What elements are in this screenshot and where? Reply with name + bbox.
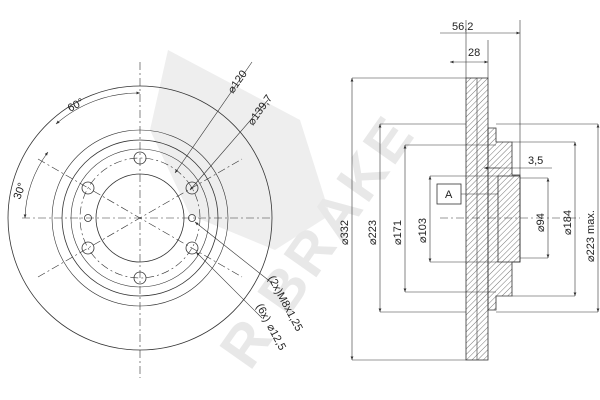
thread-hole bbox=[188, 214, 196, 222]
side-view: 56,2 28 3,5 A ⌀332 ⌀223 ⌀171 ⌀103 bbox=[339, 20, 600, 361]
hat-section bbox=[487, 127, 521, 311]
datum-label: A bbox=[445, 189, 453, 201]
bolt-hole bbox=[81, 181, 95, 195]
dia-332-label: ⌀332 bbox=[339, 220, 351, 245]
bolt-holes-group bbox=[81, 151, 199, 285]
dia-184-label: ⌀184 bbox=[562, 210, 574, 235]
dia-94-label: ⌀94 bbox=[535, 213, 547, 232]
dia-139-7-leader bbox=[189, 99, 269, 191]
dia-171-label: ⌀171 bbox=[392, 220, 404, 245]
diameter-symbol: ⌀ bbox=[264, 322, 278, 334]
diameter-symbol: ⌀ bbox=[535, 225, 547, 232]
dia-223-label: ⌀223 bbox=[367, 220, 379, 245]
dia-103-label: ⌀103 bbox=[417, 218, 429, 243]
diameter-symbol: ⌀ bbox=[339, 238, 351, 245]
thread-hole-leader bbox=[194, 221, 273, 284]
watermark-logo-shape bbox=[150, 50, 330, 250]
dia-120-leader bbox=[174, 61, 253, 174]
diameter-symbol: ⌀ bbox=[392, 238, 404, 245]
bolt-hole bbox=[185, 241, 199, 255]
bolt-hole bbox=[185, 181, 199, 195]
thread-hole bbox=[84, 214, 92, 222]
hub-bore-face bbox=[497, 175, 521, 263]
diameter-symbol: ⌀ bbox=[367, 238, 379, 245]
bolt-hole-leader bbox=[195, 251, 263, 319]
width-3-5-label: 3,5 bbox=[528, 155, 543, 167]
dia-223-max-label: ⌀223 max. bbox=[585, 210, 597, 262]
angle-30-arc bbox=[23, 151, 49, 219]
width-28-label: 28 bbox=[468, 47, 480, 59]
bolt-hole bbox=[133, 271, 147, 285]
angle-30-label: 30° bbox=[12, 181, 29, 201]
diameter-symbol: ⌀ bbox=[562, 228, 574, 235]
width-56-2-label: 56,2 bbox=[452, 21, 473, 33]
angle-60-arc bbox=[55, 91, 141, 125]
diameter-symbol: ⌀ bbox=[417, 236, 429, 243]
center-line-150 bbox=[37, 158, 243, 278]
diameter-symbol: ⌀ bbox=[585, 255, 597, 262]
bolt-hole bbox=[133, 151, 147, 165]
bolt-hole bbox=[81, 241, 95, 255]
